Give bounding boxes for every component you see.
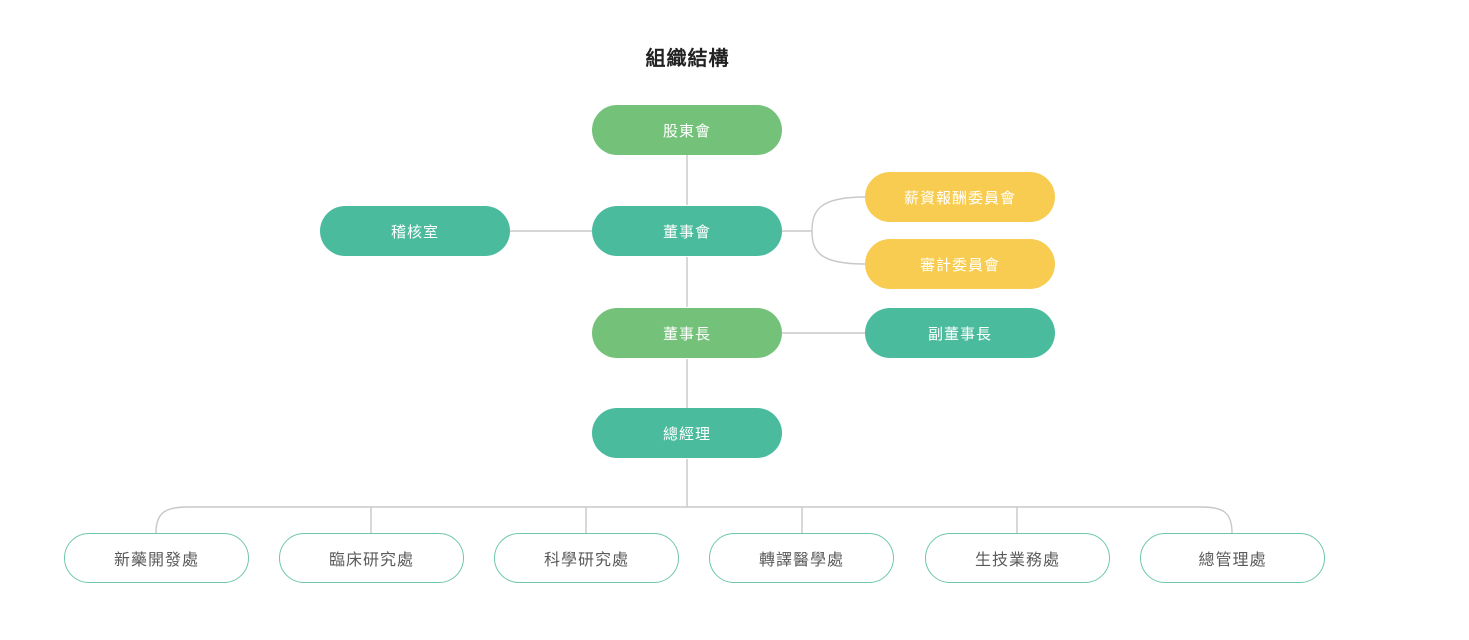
page-title: 組織結構 — [645, 48, 730, 70]
node-department-2[interactable]: 臨床研究處 — [279, 533, 464, 583]
node-department-3[interactable]: 科學研究處 — [494, 533, 679, 583]
node-chairman[interactable]: 董事長 — [592, 308, 782, 358]
node-compensation-committee[interactable]: 薪資報酬委員會 — [865, 172, 1055, 222]
node-department-1[interactable]: 新藥開發處 — [64, 533, 249, 583]
node-shareholders[interactable]: 股東會 — [592, 105, 782, 155]
node-vice-chairman[interactable]: 副董事長 — [865, 308, 1055, 358]
node-general-manager[interactable]: 總經理 — [592, 408, 782, 458]
node-department-4[interactable]: 轉譯醫學處 — [709, 533, 894, 583]
connector-department-bus — [155, 506, 1233, 534]
node-department-5[interactable]: 生技業務處 — [925, 533, 1110, 583]
connector-bracket-committees — [811, 196, 866, 265]
node-audit-office[interactable]: 稽核室 — [320, 206, 510, 256]
node-board-of-directors[interactable]: 董事會 — [592, 206, 782, 256]
node-audit-committee[interactable]: 審計委員會 — [865, 239, 1055, 289]
node-department-6[interactable]: 總管理處 — [1140, 533, 1325, 583]
